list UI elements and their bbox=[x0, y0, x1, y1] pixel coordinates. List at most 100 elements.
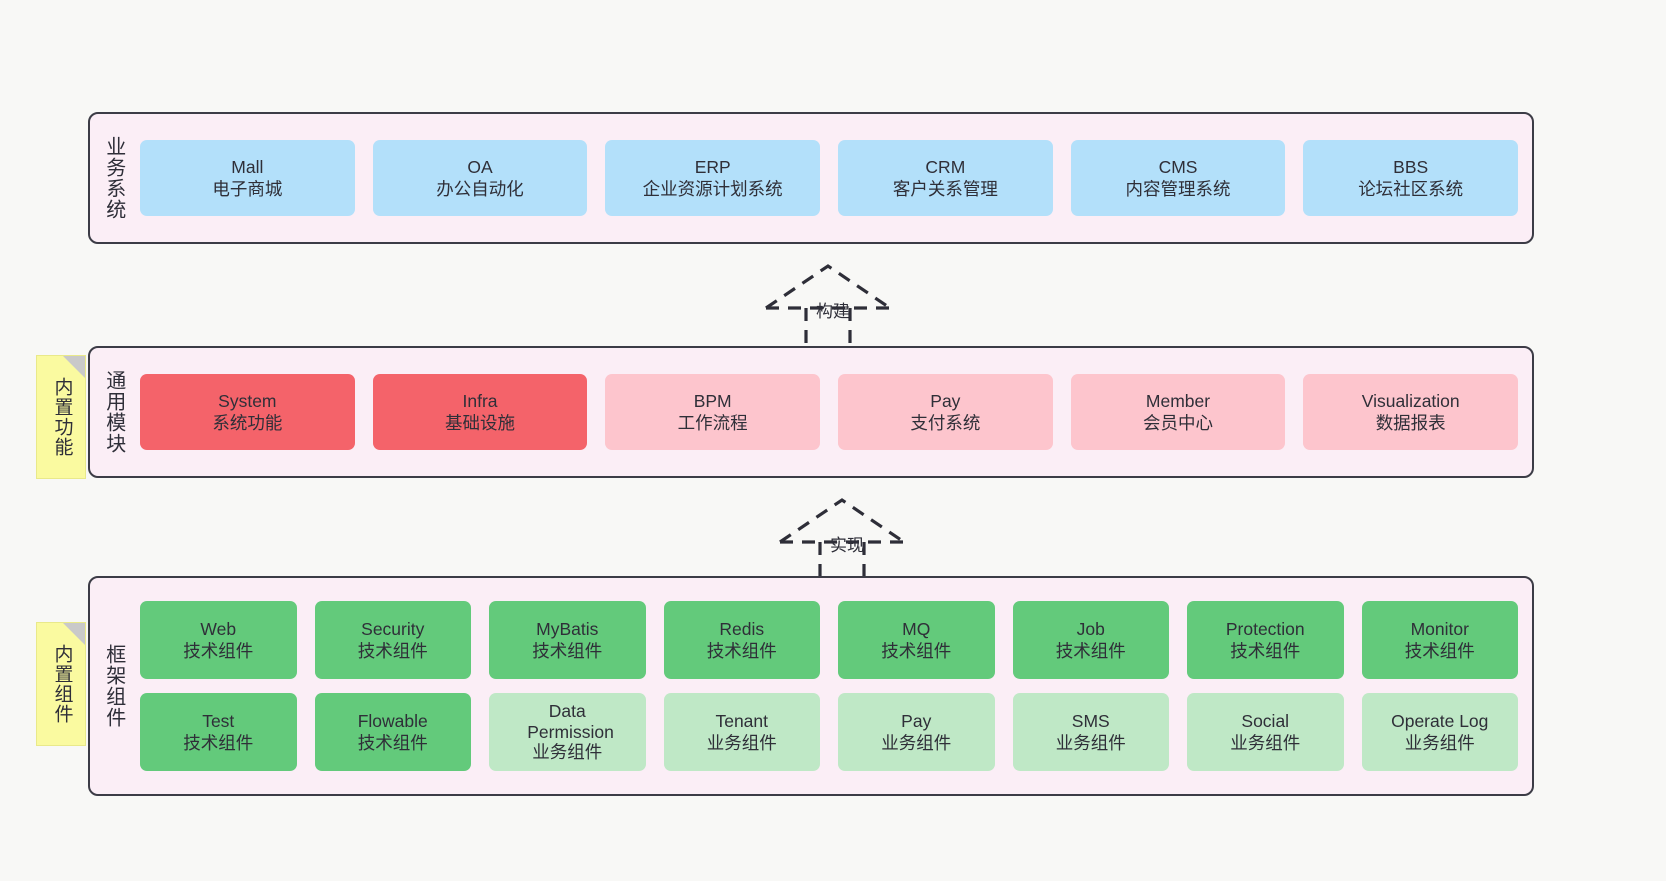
component-card-subtitle: 技术组件 bbox=[183, 641, 254, 661]
component-card-mq[interactable]: MQ 技术组件 bbox=[838, 601, 995, 679]
module-card-cms[interactable]: CMS 内容管理系统 bbox=[1070, 140, 1286, 216]
module-card-system[interactable]: System 系统功能 bbox=[140, 374, 355, 450]
module-card-subtitle: 办公自动化 bbox=[436, 179, 524, 199]
component-card-tenant[interactable]: Tenant 业务组件 bbox=[663, 693, 820, 771]
module-card-subtitle: 会员中心 bbox=[1143, 413, 1214, 433]
sticky-note-builtin-component: 内置组件 bbox=[36, 622, 86, 746]
component-card-redis[interactable]: Redis 技术组件 bbox=[663, 601, 820, 679]
module-card-visualization[interactable]: Visualization 数据报表 bbox=[1303, 374, 1519, 450]
component-card-title: Data Permission bbox=[527, 701, 614, 742]
module-card-oa[interactable]: OA 办公自动化 bbox=[372, 140, 588, 216]
component-card-title: Flowable bbox=[357, 710, 428, 731]
component-card-security[interactable]: Security 技术组件 bbox=[314, 601, 471, 679]
connector-implement-glyph bbox=[779, 498, 905, 584]
module-card-title: System bbox=[218, 390, 277, 411]
component-card-subtitle: 技术组件 bbox=[881, 641, 952, 661]
component-card-operate-log[interactable]: Operate Log 业务组件 bbox=[1361, 693, 1518, 771]
layer-body-framework-component: Web 技术组件 Security 技术组件 MyBatis 技术组件 Redi… bbox=[136, 578, 1532, 794]
component-card-subtitle: 业务组件 bbox=[706, 733, 777, 753]
component-card-title: MQ bbox=[902, 618, 931, 639]
module-card-title: Member bbox=[1145, 390, 1211, 411]
module-card-subtitle: 支付系统 bbox=[910, 413, 981, 433]
layer-business-system: 业务系统 Mall 电子商城 OA 办公自动化 ERP 企业资源计划系统 CRM… bbox=[88, 112, 1534, 244]
connector-build-label: 构建 bbox=[816, 302, 850, 321]
layer-row: System 系统功能 Infra 基础设施 BPM 工作流程 Pay 支付系统… bbox=[140, 374, 1519, 450]
module-card-subtitle: 客户关系管理 bbox=[892, 179, 998, 199]
module-card-bpm[interactable]: BPM 工作流程 bbox=[605, 374, 821, 450]
connector-build-glyph bbox=[765, 264, 891, 350]
component-card-protection[interactable]: Protection 技术组件 bbox=[1187, 601, 1344, 679]
module-card-title: Pay bbox=[930, 390, 961, 411]
component-card-title: Pay bbox=[901, 710, 932, 731]
component-card-subtitle: 技术组件 bbox=[706, 641, 777, 661]
component-card-social[interactable]: Social 业务组件 bbox=[1187, 693, 1344, 771]
module-card-crm[interactable]: CRM 客户关系管理 bbox=[838, 140, 1053, 216]
component-card-subtitle: 业务组件 bbox=[532, 742, 603, 763]
connector-implement: 实现 bbox=[772, 492, 922, 584]
component-card-subtitle: 技术组件 bbox=[1055, 641, 1126, 661]
module-card-member[interactable]: Member 会员中心 bbox=[1070, 374, 1286, 450]
sticky-note-label: 内置功能 bbox=[51, 377, 73, 457]
component-card-flowable[interactable]: Flowable 技术组件 bbox=[314, 693, 471, 771]
component-card-subtitle: 业务组件 bbox=[1230, 733, 1301, 753]
layer-common-module: 通用模块 System 系统功能 Infra 基础设施 BPM 工作流程 Pay… bbox=[88, 346, 1534, 478]
component-card-sms[interactable]: SMS 业务组件 bbox=[1012, 693, 1169, 771]
component-card-subtitle: 业务组件 bbox=[881, 733, 952, 753]
component-card-subtitle: 技术组件 bbox=[357, 641, 428, 661]
component-card-monitor[interactable]: Monitor 技术组件 bbox=[1361, 601, 1518, 679]
module-card-subtitle: 企业资源计划系统 bbox=[642, 179, 783, 199]
module-card-title: OA bbox=[467, 156, 493, 177]
layer-row: Mall 电子商城 OA 办公自动化 ERP 企业资源计划系统 CRM 客户关系… bbox=[140, 140, 1519, 216]
component-card-subtitle: 技术组件 bbox=[1404, 641, 1475, 661]
module-card-erp[interactable]: ERP 企业资源计划系统 bbox=[605, 140, 821, 216]
layer-row: Web 技术组件 Security 技术组件 MyBatis 技术组件 Redi… bbox=[140, 601, 1518, 679]
module-card-subtitle: 工作流程 bbox=[677, 413, 748, 433]
module-card-title: Visualization bbox=[1361, 390, 1460, 411]
module-card-subtitle: 电子商城 bbox=[212, 179, 283, 199]
component-card-title: Redis bbox=[719, 618, 765, 639]
module-card-subtitle: 论坛社区系统 bbox=[1358, 179, 1464, 199]
module-card-bbs[interactable]: BBS 论坛社区系统 bbox=[1303, 140, 1519, 216]
layer-title-common-module: 通用模块 bbox=[102, 370, 125, 454]
sticky-note-builtin-function: 内置功能 bbox=[36, 355, 86, 479]
module-card-subtitle: 数据报表 bbox=[1375, 413, 1446, 433]
component-card-subtitle: 技术组件 bbox=[183, 733, 254, 753]
component-card-title: Social bbox=[1241, 710, 1290, 731]
folded-corner-icon bbox=[63, 356, 85, 378]
module-card-mall[interactable]: Mall 电子商城 bbox=[140, 140, 355, 216]
component-card-title: Monitor bbox=[1410, 618, 1469, 639]
component-card-pay[interactable]: Pay 业务组件 bbox=[838, 693, 995, 771]
component-card-title: SMS bbox=[1071, 710, 1110, 731]
component-card-title: MyBatis bbox=[536, 618, 599, 639]
module-card-infra[interactable]: Infra 基础设施 bbox=[372, 374, 588, 450]
module-card-title: Mall bbox=[231, 156, 264, 177]
component-card-data-permission[interactable]: Data Permission 业务组件 bbox=[489, 693, 646, 771]
component-card-title: Web bbox=[200, 618, 237, 639]
module-card-subtitle: 系统功能 bbox=[212, 413, 283, 433]
sticky-note-label: 内置组件 bbox=[51, 644, 73, 724]
module-card-pay[interactable]: Pay 支付系统 bbox=[838, 374, 1053, 450]
component-card-test[interactable]: Test 技术组件 bbox=[140, 693, 297, 771]
connector-build: 构建 bbox=[758, 258, 908, 350]
component-card-subtitle: 技术组件 bbox=[532, 641, 603, 661]
component-card-subtitle: 业务组件 bbox=[1055, 733, 1126, 753]
component-card-web[interactable]: Web 技术组件 bbox=[140, 601, 297, 679]
component-card-title: Job bbox=[1076, 618, 1105, 639]
component-card-mybatis[interactable]: MyBatis 技术组件 bbox=[489, 601, 646, 679]
layer-title-framework-component: 框架组件 bbox=[102, 644, 125, 728]
component-card-title: Operate Log bbox=[1391, 710, 1489, 731]
component-card-subtitle: 业务组件 bbox=[1404, 733, 1475, 753]
layer-body-common-module: System 系统功能 Infra 基础设施 BPM 工作流程 Pay 支付系统… bbox=[136, 348, 1532, 476]
component-card-job[interactable]: Job 技术组件 bbox=[1012, 601, 1169, 679]
layer-body-business-system: Mall 电子商城 OA 办公自动化 ERP 企业资源计划系统 CRM 客户关系… bbox=[136, 114, 1532, 242]
module-card-title: ERP bbox=[694, 156, 731, 177]
module-card-title: BBS bbox=[1393, 156, 1429, 177]
module-card-title: BPM bbox=[693, 390, 732, 411]
connector-implement-label: 实现 bbox=[830, 536, 864, 555]
module-card-subtitle: 内容管理系统 bbox=[1125, 179, 1231, 199]
module-card-subtitle: 基础设施 bbox=[445, 413, 515, 433]
layer-framework-component: 框架组件 Web 技术组件 Security 技术组件 MyBatis 技术组件… bbox=[88, 576, 1534, 796]
component-card-title: Test bbox=[202, 710, 235, 731]
module-card-title: Infra bbox=[462, 390, 498, 411]
